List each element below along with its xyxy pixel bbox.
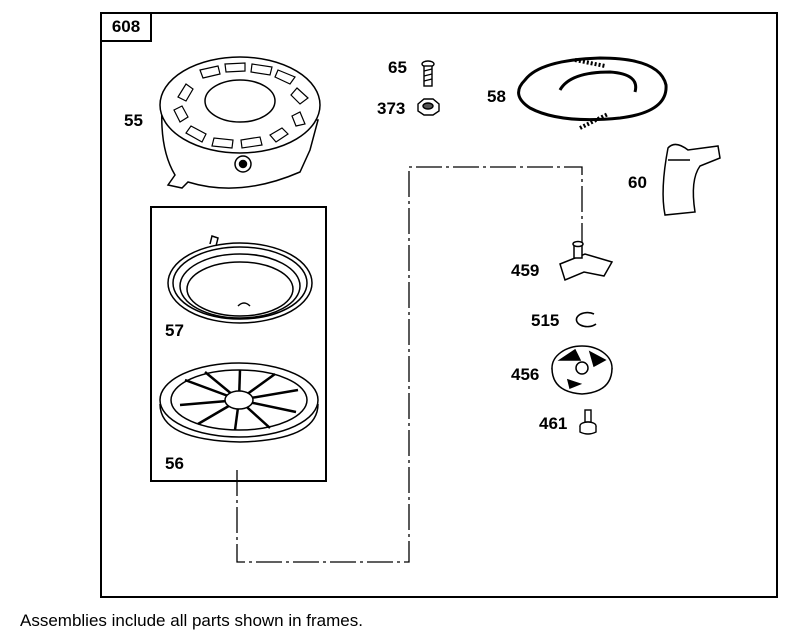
label-part-461: 461 xyxy=(539,414,568,433)
diagram-frame xyxy=(100,12,778,598)
label-part-55: 55 xyxy=(124,111,143,130)
label-part-459: 459 xyxy=(511,261,540,280)
starter-rope-part xyxy=(517,56,668,130)
ratchet-part xyxy=(551,345,613,395)
label-part-65: 65 xyxy=(388,58,407,77)
label-part-373: 373 xyxy=(377,99,406,118)
label-part-515: 515 xyxy=(531,311,560,330)
starter-handle-part xyxy=(662,143,721,216)
assembly-connector-line xyxy=(236,166,583,563)
screw-part xyxy=(421,60,435,87)
retainer-ring-part xyxy=(575,311,597,328)
pawl-part xyxy=(559,240,614,282)
rewind-spring-part xyxy=(167,235,313,324)
label-part-456: 456 xyxy=(511,365,540,384)
starter-pulley-part xyxy=(159,362,319,443)
blower-housing-part xyxy=(159,56,321,189)
ratchet-screw-part xyxy=(579,409,597,435)
label-part-57: 57 xyxy=(165,321,184,340)
nut-part xyxy=(417,98,440,116)
assemblies-footnote: Assemblies include all parts shown in fr… xyxy=(20,611,363,630)
assembly-number-box: 608 xyxy=(100,12,152,42)
label-part-58: 58 xyxy=(487,87,506,106)
label-part-60: 60 xyxy=(628,173,647,192)
label-part-56: 56 xyxy=(165,454,184,473)
sub-assembly-frame xyxy=(150,206,327,482)
